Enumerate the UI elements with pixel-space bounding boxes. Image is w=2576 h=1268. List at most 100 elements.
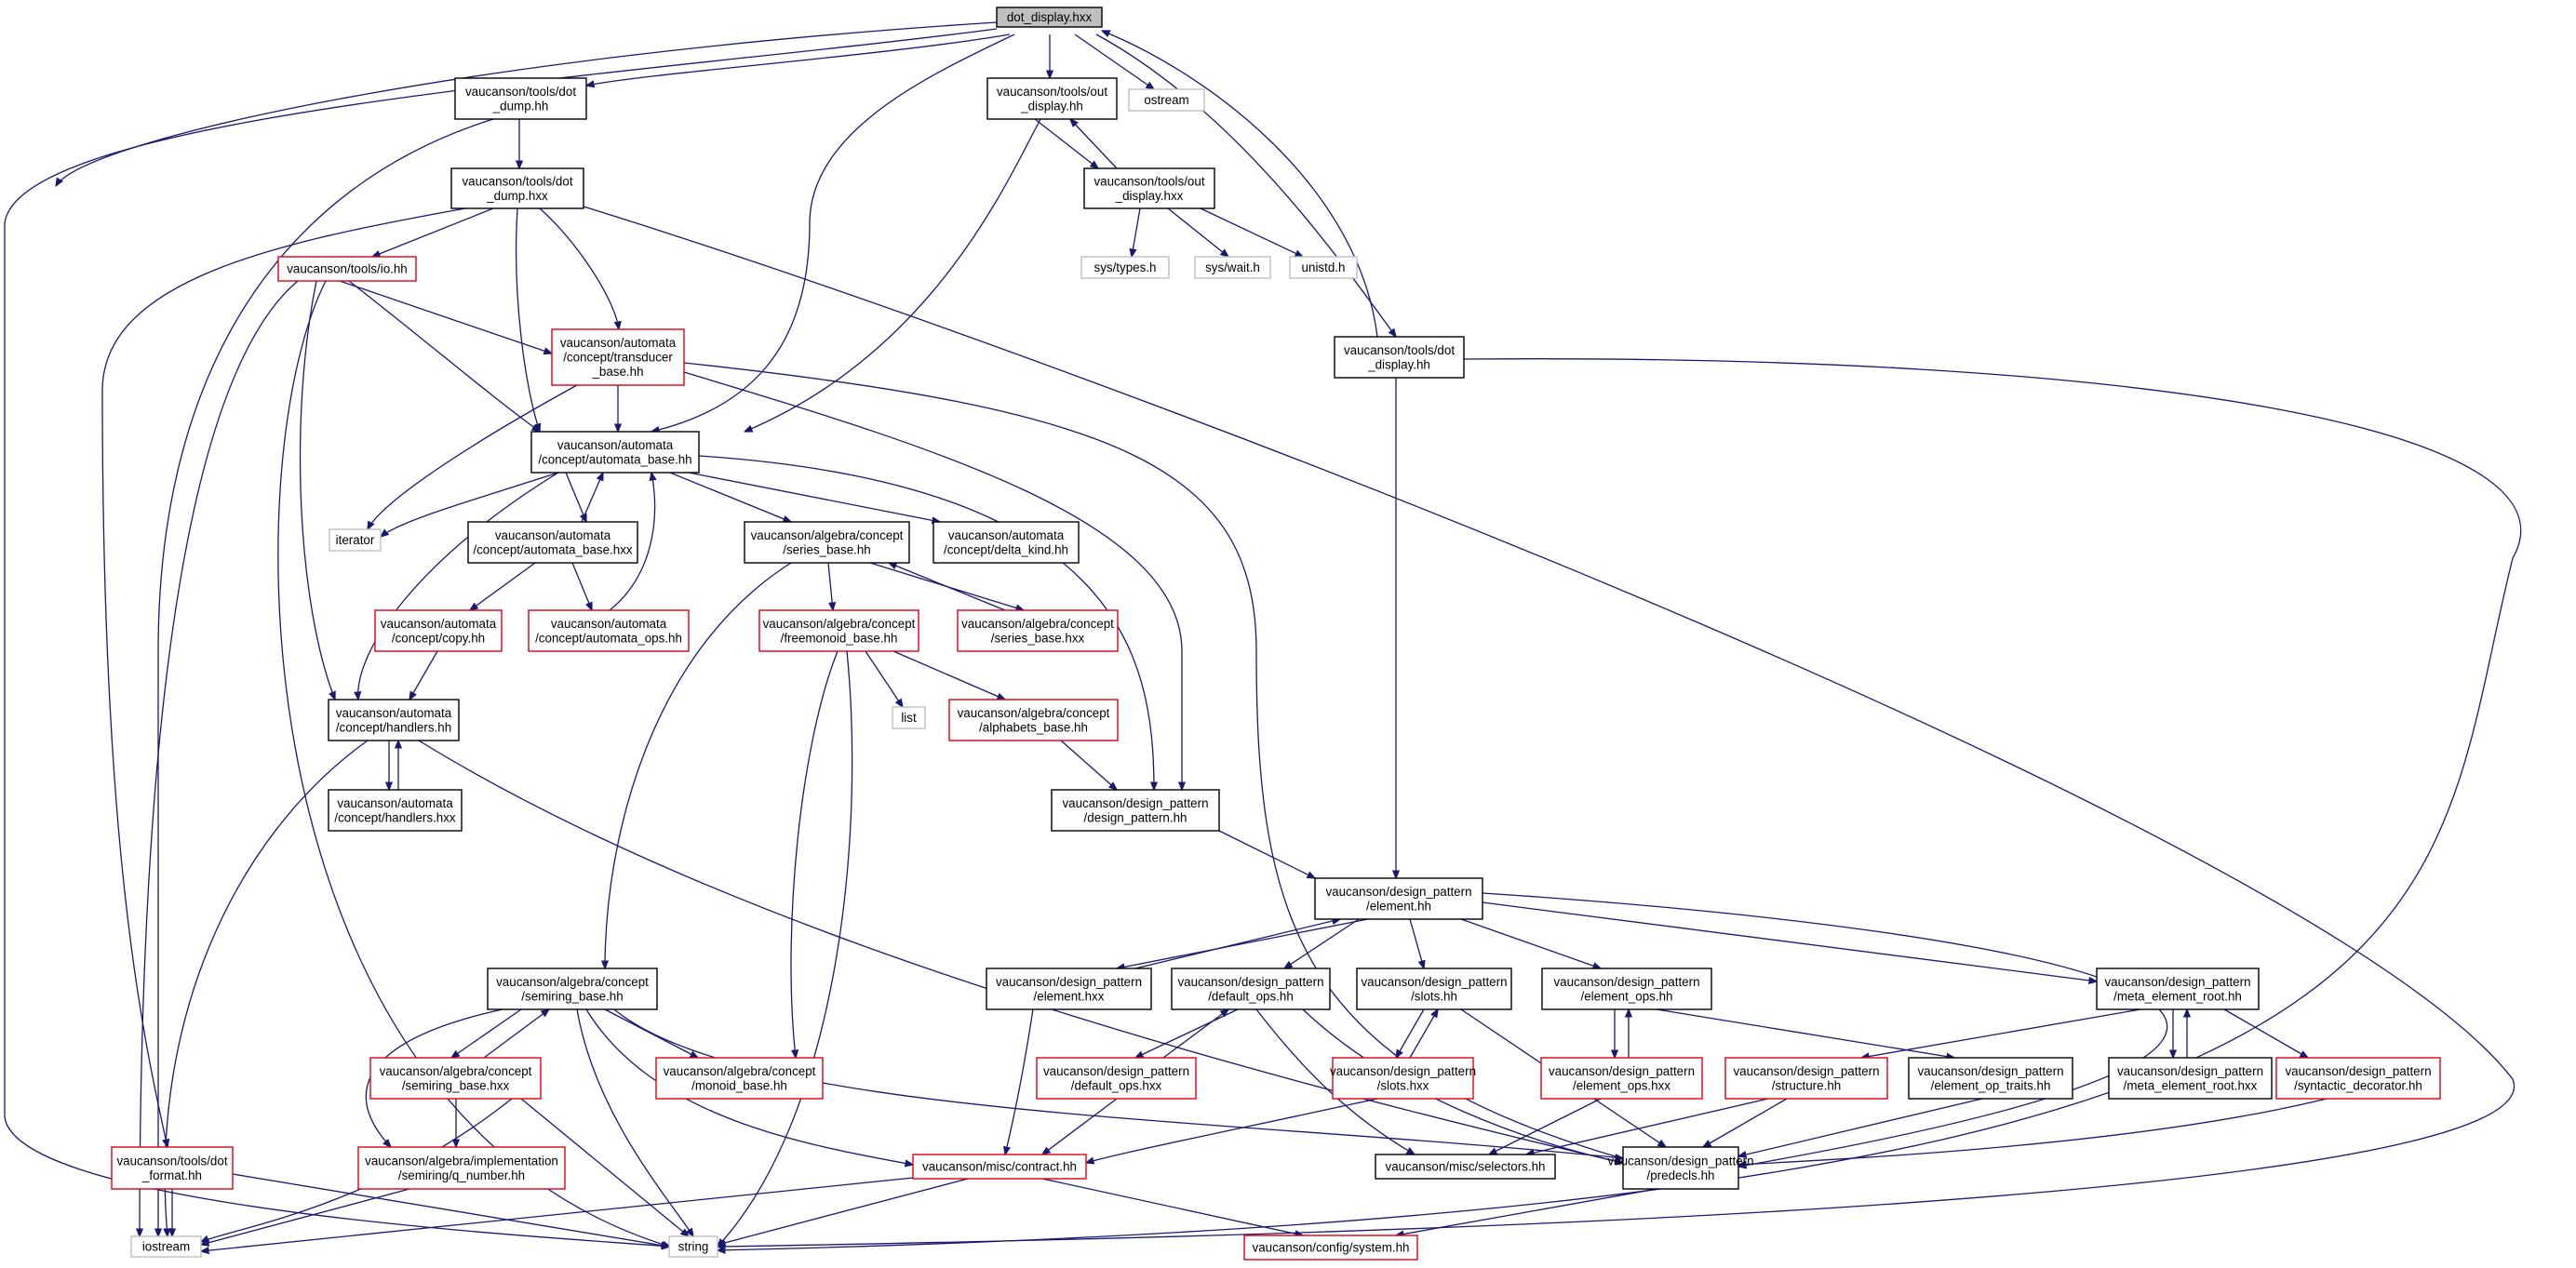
edge-n_dotdump_hxx-to-n_transducer [539,207,619,329]
edge-n_seriesbase_hh-to-n_seriesbase_hxx [869,562,1024,610]
file-node-iostream[interactable]: iostream [130,1235,202,1258]
file-node-semiring-hh[interactable]: vaucanson/algebra/concept/semiring_base.… [487,968,658,1010]
file-node-label: vaucanson/algebra/concept [380,1064,532,1078]
edge-n_transducer-to-n_iterator [368,384,578,529]
file-node-label: /alphabets_base.hh [979,720,1088,734]
edge-n_outdisp_hh-to-n_autbase_hh [745,118,1041,432]
file-node-semiring-hxx[interactable]: vaucanson/algebra/concept/semiring_base.… [369,1057,542,1100]
edge-n_seriesbase_hh-to-n_freemonoid [827,562,833,610]
edge-n_autbase_hh-to-n_seriesbase_hh [669,472,791,522]
file-node-elemops-hxx[interactable]: vaucanson/design_pattern/element_ops.hxx [1540,1057,1703,1100]
file-node-monoid[interactable]: vaucanson/algebra/concept/monoid_base.hh [655,1057,824,1100]
file-node-systypes[interactable]: sys/types.h [1080,256,1170,279]
file-node-element-hxx[interactable]: vaucanson/design_pattern/element.hxx [986,968,1152,1010]
file-node-qnumber[interactable]: vaucanson/algebra/implementation/semirin… [357,1146,566,1190]
file-node-handlers-hxx[interactable]: vaucanson/automata/concept/handlers.hxx [328,789,463,832]
edge-n_io-to-n_autbase_hh [348,280,540,432]
file-node-label: vaucanson/automata [560,336,677,350]
file-node-predecls[interactable]: vaucanson/design_pattern/predecls.hh [1607,1146,1754,1190]
edge-n_structure-to-n_selectors [1526,1098,1769,1155]
file-node-copy[interactable]: vaucanson/automata/concept/copy.hh [374,609,503,652]
file-node-label: vaucanson/automata [495,528,611,542]
edge-n_predecls-to-n_system [1396,1188,1657,1235]
edge-n_root-to-n_dotdump_hh [586,33,1011,86]
edge-n_dotdump_hxx-to-n_string [583,206,2516,1247]
file-node-autbase-hh[interactable]: vaucanson/automata/concept/automata_base… [530,431,700,474]
file-node-seriesbase-hh[interactable]: vaucanson/algebra/concept/series_base.hh [744,521,910,564]
file-node-label: /semiring/q_number.hh [398,1168,525,1182]
file-node-meta-hh[interactable]: vaucanson/design_pattern/meta_element_ro… [2096,968,2260,1010]
file-node-slots-hxx[interactable]: vaucanson/design_pattern/slots.hxx [1330,1057,1476,1100]
edge-n_semiring_hh-to-n_contract [585,1008,913,1165]
file-node-dotdisp-hh[interactable]: vaucanson/tools/dot_display.hh [1334,336,1465,379]
file-node-defops-hxx[interactable]: vaucanson/design_pattern/default_ops.hxx [1036,1057,1197,1100]
edge-n_autbase_hh-to-n_dp_hh [698,455,1154,790]
file-node-label: vaucanson/tools/dot [116,1154,227,1168]
file-node-element-hh[interactable]: vaucanson/design_pattern/element.hh [1314,877,1483,920]
edge-n_elemops_hh-to-n_elemoptraits [1656,1008,1954,1058]
file-node-label: /element_ops.hh [1580,989,1672,1003]
edge-n_autbase_hxx-to-n_copy [470,562,536,610]
file-node-unistd[interactable]: unistd.h [1289,256,1358,279]
file-node-label: vaucanson/algebra/concept [763,617,916,631]
edge-n_element_hh-to-n_meta_hh [1482,901,2097,981]
file-node-label: _display.hh [1367,357,1430,371]
file-node-ostream[interactable]: ostream [1128,88,1205,112]
file-node-meta-hxx[interactable]: vaucanson/design_pattern/meta_element_ro… [2108,1057,2273,1100]
file-node-root[interactable]: dot_display.hxx [996,7,1103,28]
file-node-defops-hh[interactable]: vaucanson/design_pattern/default_ops.hh [1171,968,1331,1010]
file-node-transducer[interactable]: vaucanson/automata/concept/transducer_ba… [551,328,685,386]
file-node-selectors[interactable]: vaucanson/misc/selectors.hh [1375,1154,1556,1180]
edge-n_element_hxx-to-n_element_hh [1134,919,1340,969]
file-node-label: /meta_element_root.hxx [2124,1078,2258,1092]
file-node-label: vaucanson/design_pattern [1177,975,1323,989]
file-node-seriesbase-hxx[interactable]: vaucanson/algebra/concept/series_base.hx… [957,609,1119,652]
file-node-elemops-hh[interactable]: vaucanson/design_pattern/element_ops.hh [1541,968,1712,1010]
file-node-label: vaucanson/automata [336,706,452,720]
file-node-iterator[interactable]: iterator [329,528,382,552]
file-node-label: vaucanson/design_pattern [1733,1064,1879,1078]
file-node-label: vaucanson/tools/out [1093,174,1204,188]
file-node-handlers-hh[interactable]: vaucanson/automata/concept/handlers.hh [328,699,460,741]
file-node-dp-hh[interactable]: vaucanson/design_pattern/design_pattern.… [1051,789,1220,832]
edge-n_dotdisp_hh-to-n_string [718,358,2522,1250]
file-node-label: vaucanson/tools/dot [1344,343,1455,357]
file-node-string[interactable]: string [668,1235,718,1258]
file-node-outdisp-hxx[interactable]: vaucanson/tools/out_display.hxx [1083,167,1215,209]
file-nodes: dot_display.hxx vaucanson/tools/dot_dump.… [111,7,2441,1261]
edge-n_meta_hh-to-n_structure [1861,1008,2141,1058]
file-node-freemonoid[interactable]: vaucanson/algebra/concept/freemonoid_bas… [758,609,919,652]
file-node-label: vaucanson/automata [337,796,453,810]
file-node-syntactic[interactable]: vaucanson/design_pattern/syntactic_decor… [2275,1057,2441,1100]
file-node-structure[interactable]: vaucanson/design_pattern/structure.hh [1724,1057,1888,1100]
file-node-slots-hh[interactable]: vaucanson/design_pattern/slots.hh [1356,968,1512,1010]
edge-n_autbase_hh-to-n_autbase_hxx [565,472,586,522]
file-node-label: vaucanson/tools/dot [465,85,576,99]
file-node-label: /default_ops.hxx [1071,1078,1162,1092]
edge-n_semiring_hxx-to-n_string [520,1098,689,1236]
file-node-dotdump-hh[interactable]: vaucanson/tools/dot_dump.hh [454,77,587,120]
edge-n_root-to-n_autbase_hh [651,33,1015,432]
file-node-label: /concept/delta_kind.hh [944,542,1068,556]
file-node-system[interactable]: vaucanson/config/system.hh [1243,1235,1418,1261]
file-node-io[interactable]: vaucanson/tools/io.hh [277,256,417,282]
file-node-contract[interactable]: vaucanson/misc/contract.hh [912,1154,1087,1180]
file-node-label: vaucanson/automata [381,617,497,631]
file-node-label: /element_op_traits.hh [1931,1078,2051,1092]
edge-n_freemonoid-to-n_string [718,650,853,1247]
file-node-dotformat[interactable]: vaucanson/tools/dot_format.hh [111,1146,234,1190]
file-node-dotdump-hxx[interactable]: vaucanson/tools/dot_dump.hxx [450,167,584,209]
file-node-outdisp-hh[interactable]: vaucanson/tools/out_display.hh [986,77,1118,120]
edge-n_io-to-n_iostream [140,280,299,1236]
edge-n_syntactic-to-n_predecls [1738,1098,2328,1165]
edge-n_semiring_hh-to-n_string [576,1008,693,1236]
file-node-deltakind[interactable]: vaucanson/automata/concept/delta_kind.hh [932,521,1080,564]
file-node-autops[interactable]: vaucanson/automata/concept/automata_ops.… [528,609,690,652]
edge-n_autbase_hh-to-n_handlers_hh [358,472,559,700]
file-node-list[interactable]: list [892,706,926,729]
file-node-syswait[interactable]: sys/wait.h [1194,256,1271,279]
file-node-alphabets[interactable]: vaucanson/algebra/concept/alphabets_base… [948,699,1119,741]
file-node-elemoptraits[interactable]: vaucanson/design_pattern/element_op_trai… [1908,1057,2073,1100]
edge-n_slots_hxx-to-n_slots_hh [1409,1009,1438,1059]
file-node-autbase-hxx[interactable]: vaucanson/automata/concept/automata_base… [467,521,638,564]
